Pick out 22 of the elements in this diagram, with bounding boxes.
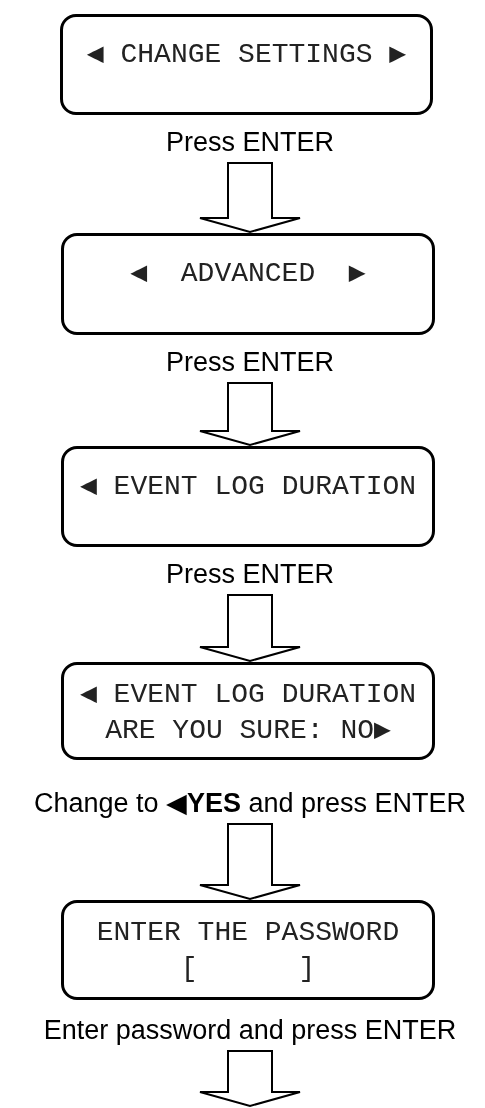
instruction-text: Change to ◀YES and press ENTER — [34, 787, 466, 819]
instruction-text: Press ENTER — [166, 346, 334, 378]
display-text: ◀ EVENT LOG DURATION — [79, 678, 417, 712]
display-text: ◀ CHANGE SETTINGS ▶ — [86, 38, 407, 72]
block-arrow — [199, 1050, 301, 1108]
display-screen — [61, 662, 435, 760]
display-screen — [61, 446, 435, 547]
block-arrow — [199, 162, 301, 234]
block-arrow — [199, 823, 301, 901]
display-screen — [61, 233, 435, 335]
block-arrow — [199, 594, 301, 663]
display-screen — [61, 900, 435, 1000]
display-text: ◀ ADVANCED ▶ — [130, 257, 366, 291]
instruction-text: Press ENTER — [166, 126, 334, 158]
display-text: [ ] — [180, 952, 316, 986]
block-arrow — [199, 382, 301, 447]
display-text: ARE YOU SURE: NO▶ — [105, 714, 391, 748]
display-screen — [60, 14, 433, 115]
instruction-text: Press ENTER — [166, 558, 334, 590]
display-text: ◀ EVENT LOG DURATION — [79, 470, 417, 504]
instruction-text: Enter password and press ENTER — [43, 1014, 457, 1046]
display-text: ENTER THE PASSWORD — [96, 916, 400, 950]
